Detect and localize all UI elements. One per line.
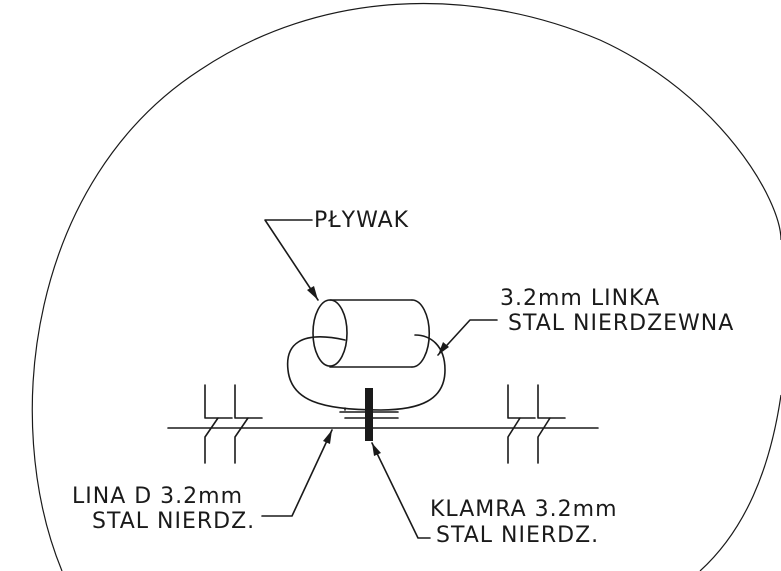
clamp-label-line1: KLAMRA 3.2mm (430, 497, 618, 522)
wire-label-line2: STAL NIERDZEWNA (508, 311, 734, 336)
clamp (365, 388, 373, 441)
leader-rope (261, 429, 333, 517)
clamp-label-line2: STAL NIERDZ. (436, 523, 599, 548)
leader-wire (437, 319, 498, 356)
wire-label-line1: 3.2mm LINKA (500, 286, 660, 311)
rope-label-line2: STAL NIERDZ. (92, 509, 255, 534)
rope-label-line1: LINA D 3.2mm (72, 484, 243, 509)
leader-clamp (371, 442, 431, 539)
detail-circle-right (699, 394, 781, 571)
float-label: PŁYWAK (314, 208, 409, 233)
break-symbol-left (204, 384, 263, 464)
float-cylinder (312, 299, 431, 368)
break-symbol-right (507, 384, 566, 464)
detail-circle (31, 2, 781, 571)
leader-float (264, 219, 319, 301)
